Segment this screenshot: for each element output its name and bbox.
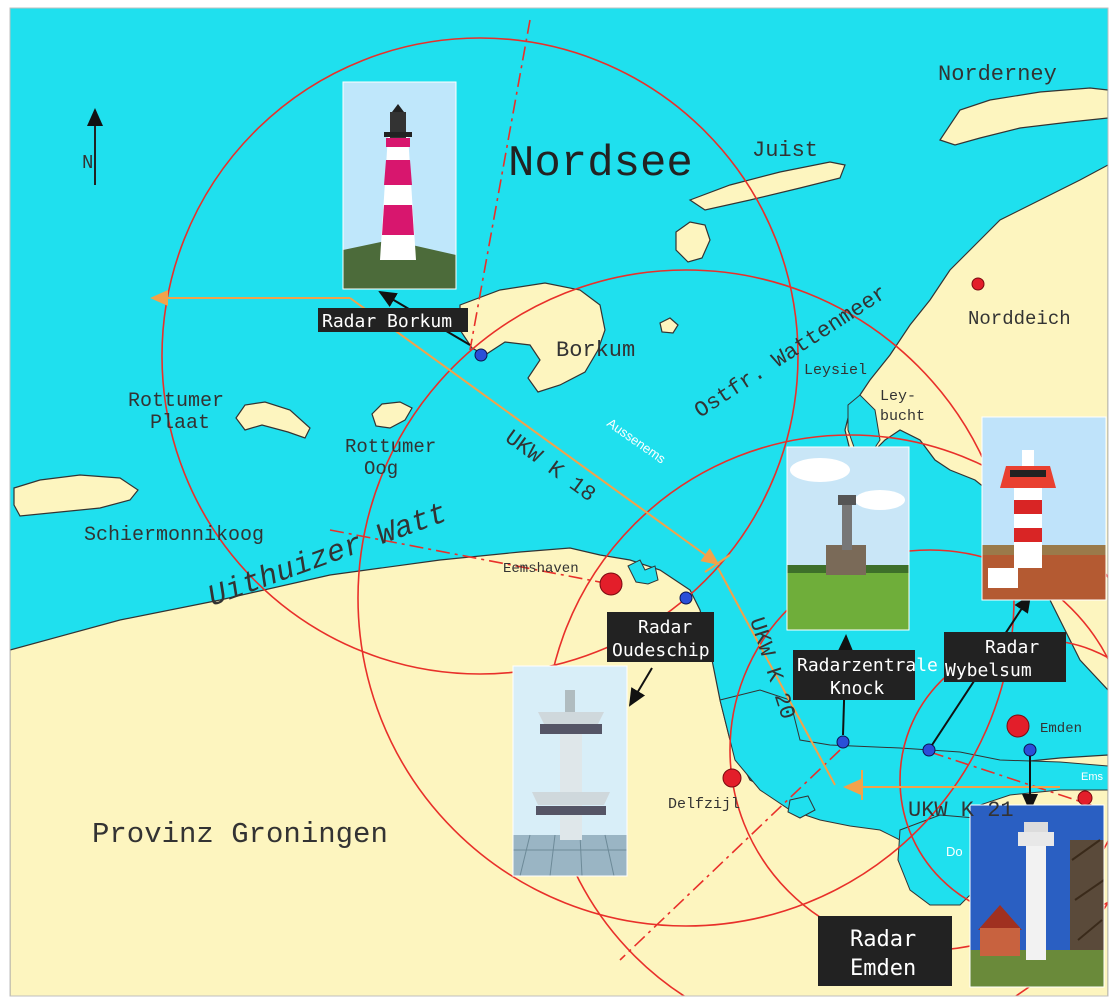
radar-label-borkum-text: Radar Borkum: [322, 311, 452, 332]
radar-label-wybelsum-line2: Wybelsum: [945, 660, 1032, 681]
shipping-route-ems-outer: [349, 297, 720, 566]
channel-marker-k18-k20: [704, 554, 731, 573]
label-leysiel: Leysiel: [804, 362, 867, 379]
label-leybucht-2: bucht: [880, 408, 925, 425]
sector-line-north: [469, 19, 531, 351]
radar-point-borkum[interactable]: [474, 348, 488, 362]
label-schiermonnikoog: Schiermonnikoog: [84, 524, 264, 547]
sector-lines: [329, 19, 1101, 961]
leader-oudeschip-photo: [628, 667, 653, 707]
port-norddeich: [971, 277, 985, 291]
radar-point-wybelsum[interactable]: [922, 743, 936, 757]
label-delfzijl: Delfzijl: [668, 796, 740, 813]
label-rottumer-plaat-2: Plaat: [150, 412, 210, 435]
sector-line-east: [929, 751, 1101, 809]
radar-label-knock-line1: Radarzentrale: [797, 655, 938, 676]
kachelotplate-islet: [659, 317, 679, 334]
rottumeroog-island: [371, 401, 413, 429]
port-delfzijl: [722, 768, 742, 788]
photo-wybelsum-tower: [981, 416, 1107, 601]
radar-label-knock[interactable]: Radarzentrale Knock: [793, 650, 938, 700]
memmert-island: [675, 221, 711, 263]
label-dollart: Do: [946, 844, 963, 859]
radar-label-emden[interactable]: Radar Emden: [818, 916, 952, 986]
label-norderney: Norderney: [938, 62, 1057, 87]
label-rottumer-plaat-1: Rottumer: [128, 390, 224, 413]
label-norddeich: Norddeich: [968, 308, 1071, 330]
radar-stations: [474, 348, 1037, 757]
sector-line-south: [619, 749, 841, 961]
photo-oudeschip-tower: [512, 665, 628, 877]
radar-label-oudeschip-line2: Oudeschip: [612, 640, 710, 661]
label-leybucht-1: Ley-: [880, 388, 916, 405]
label-rottumer-oog-2: Oog: [364, 458, 398, 480]
radar-label-oudeschip[interactable]: Radar Oudeschip: [607, 612, 714, 662]
label-borkum: Borkum: [556, 338, 635, 363]
radar-label-knock-line2: Knock: [830, 678, 884, 699]
label-ems: Ems: [1081, 771, 1104, 783]
norderney-island: [939, 87, 1108, 146]
radar-label-oudeschip-line1: Radar: [638, 617, 692, 638]
radar-label-wybelsum-line1: Radar: [985, 637, 1039, 658]
schiermonnikoog-island: [13, 474, 139, 517]
port-emden-east: [1077, 790, 1093, 806]
map-title-nordsee: Nordsee: [508, 139, 693, 189]
radar-label-borkum[interactable]: Radar Borkum: [318, 308, 468, 332]
eemshaven-harbour: [627, 559, 659, 585]
delfzijl-harbour: [787, 795, 816, 819]
north-arrow: N: [82, 108, 103, 185]
port-emden: [1006, 714, 1030, 738]
radar-label-emden-line2: Emden: [850, 956, 916, 981]
label-eemshaven: Eemshaven: [503, 561, 579, 577]
radar-point-knock[interactable]: [836, 735, 850, 749]
radar-point-emden[interactable]: [1023, 743, 1037, 757]
photo-knock-tower: [786, 446, 910, 631]
photo-borkum-lighthouse: [342, 81, 457, 290]
label-ukw-k21: UKW K 21: [908, 798, 1014, 823]
radar-label-emden-line1: Radar: [850, 927, 916, 952]
radar-point-oudeschip[interactable]: [679, 591, 693, 605]
shipping-route-ems-inner: [717, 567, 836, 786]
photo-emden-tower: [969, 804, 1105, 988]
label-rottumer-oog-1: Rottumer: [345, 436, 436, 458]
label-juist: Juist: [752, 138, 818, 163]
radar-label-wybelsum[interactable]: Radar Wybelsum: [944, 632, 1066, 682]
north-label: N: [82, 152, 93, 174]
port-eemshaven: [599, 572, 623, 596]
label-provinz-groningen: Provinz Groningen: [92, 818, 388, 851]
label-emden: Emden: [1040, 721, 1082, 737]
ports: [599, 277, 1093, 806]
shipping-routes: [150, 290, 1060, 800]
sector-line-west: [329, 529, 611, 585]
rottumerplaat-island: [235, 401, 311, 439]
juist-island: [688, 161, 846, 211]
coverage-ring-borkum: [161, 37, 799, 675]
